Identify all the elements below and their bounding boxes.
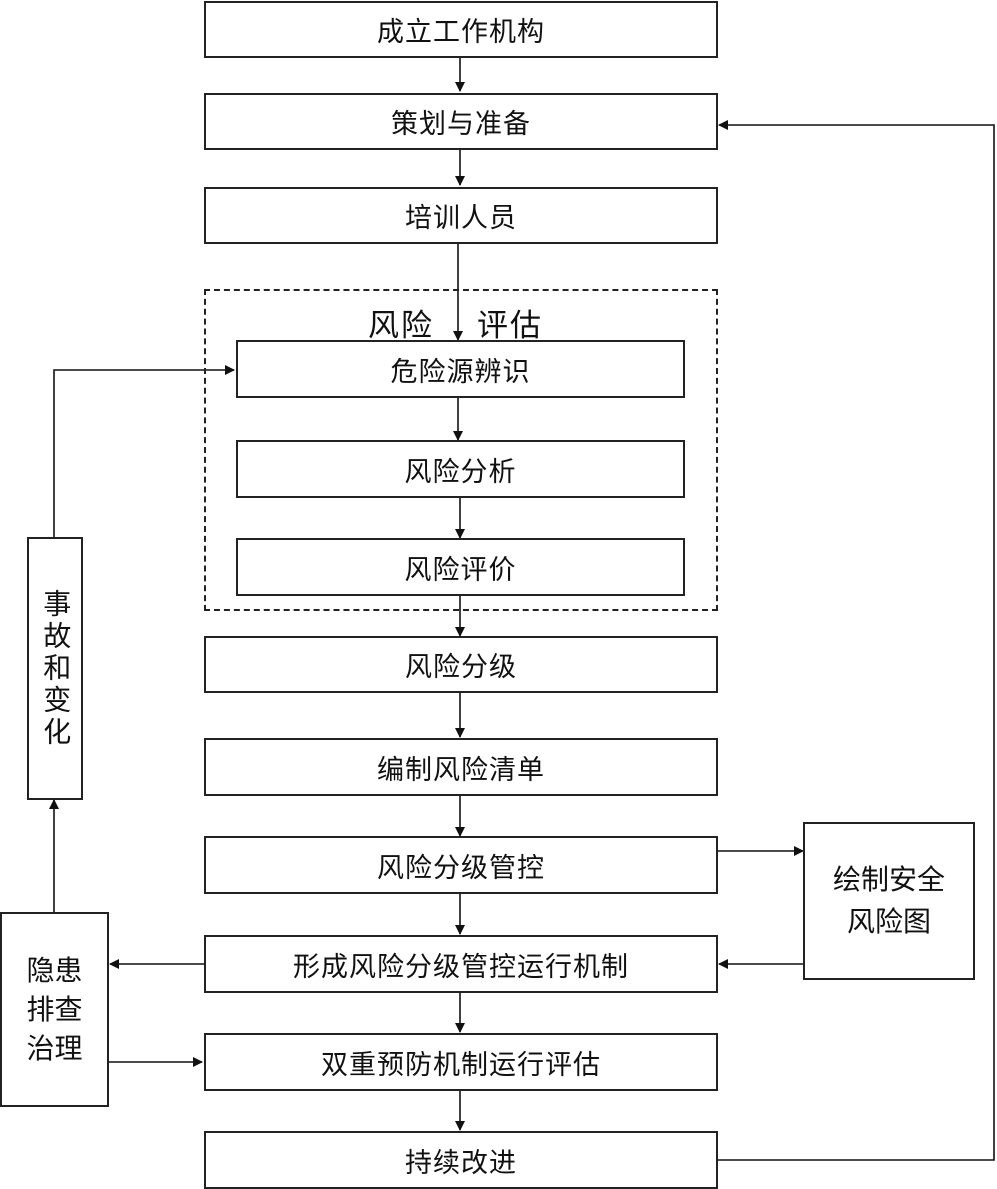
- sub-hazard-identification: 危险源辨识: [236, 340, 685, 398]
- risk-assessment-label-left: 风险: [368, 308, 434, 344]
- risk-assessment-label-right: 评估: [477, 308, 543, 344]
- step-risk-list: 编制风险清单: [204, 738, 718, 796]
- step-mechanism-evaluation: 双重预防机制运行评估: [204, 1033, 718, 1091]
- step-train-personnel: 培训人员: [204, 187, 718, 244]
- step-establish-organization: 成立工作机构: [204, 1, 718, 58]
- step-planning-preparation: 策划与准备: [204, 93, 718, 150]
- accident-change-box: 事故和变化: [27, 537, 83, 800]
- safety-risk-map-box: 绘制安全风险图: [803, 822, 975, 980]
- step-operating-mechanism: 形成风险分级管控运行机制: [204, 935, 718, 993]
- step-risk-control: 风险分级管控: [204, 836, 718, 894]
- hazard-inspection-box: 隐患排查治理: [0, 912, 109, 1107]
- accident-change-label: 事故和变化: [39, 588, 73, 749]
- step-risk-grading: 风险分级: [204, 636, 718, 693]
- step-continuous-improvement: 持续改进: [204, 1131, 718, 1189]
- risk-assessment-group: [204, 289, 718, 611]
- arrow-accident-sub1: [53, 365, 235, 537]
- safety-risk-map-label: 绘制安全风险图: [833, 863, 946, 938]
- arrow-step9-step2-loop: [717, 120, 995, 1161]
- hazard-inspection-label: 隐患排查治理: [26, 953, 83, 1066]
- sub-risk-analysis: 风险分析: [236, 440, 685, 498]
- sub-risk-evaluation: 风险评价: [236, 538, 685, 596]
